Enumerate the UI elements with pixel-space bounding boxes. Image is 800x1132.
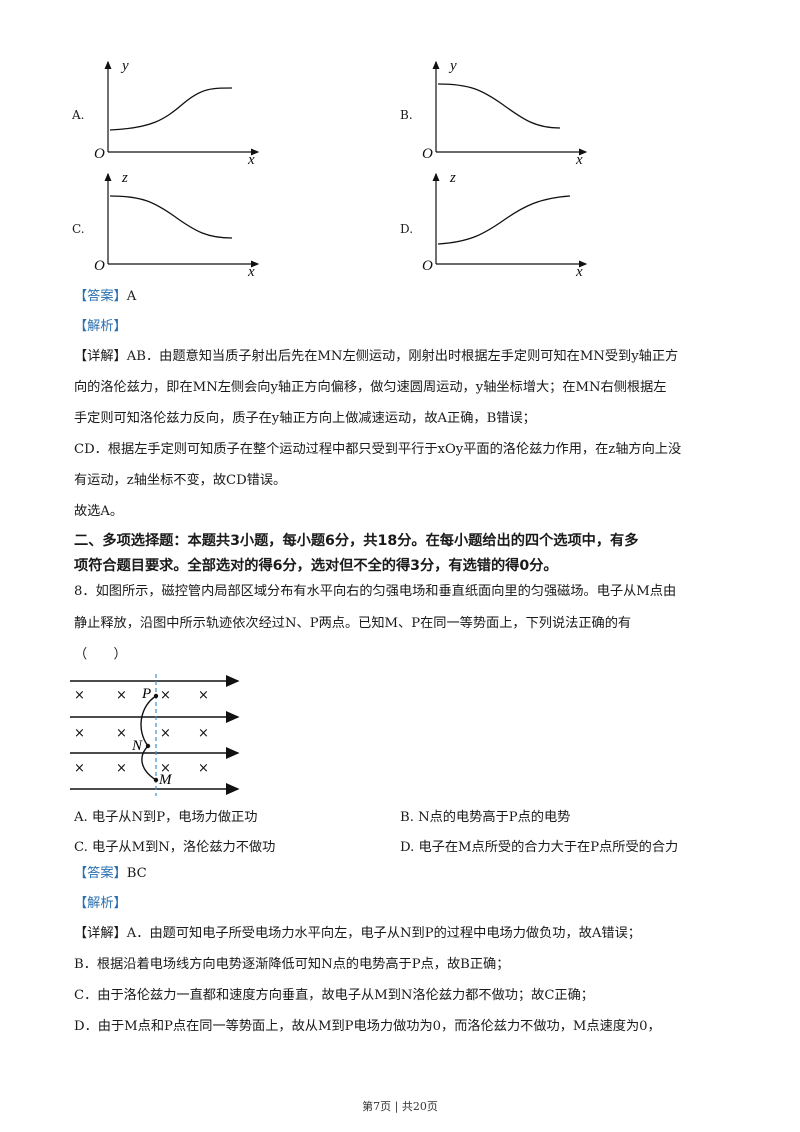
q7-detail-line-2: 向的洛伦兹力，即在MN左侧会向y轴正方向偏移，做匀速圆周运动，y轴坐标增大；在M… xyxy=(74,380,667,395)
analysis-tag: 【解析】 xyxy=(74,896,127,911)
origin-label: O xyxy=(422,146,433,162)
cross-mark: × xyxy=(160,726,171,741)
q7-detail-line-5: 有运动，z轴坐标不变，故CD错误。 xyxy=(74,473,287,488)
q8-field-figure: P N M × × × × × × × × × × × × xyxy=(70,674,240,796)
section2-heading-line1: 二、多项选择题：本题共3小题，每小题6分，共18分。在每小题给出的四个选项中，有… xyxy=(74,533,639,549)
cross-mark: × xyxy=(74,726,85,741)
answer-tag: 【答案】 xyxy=(74,866,127,881)
q7-detail-line-1: 【详解】AB．由题意知当质子射出后先在MN左侧运动，刚射出时根据左手定则可知在M… xyxy=(74,347,678,367)
detail-text: A．由题可知电子所受电场力水平向左，电子从N到P的过程中电场力做负功，故A错误； xyxy=(126,926,641,941)
x-axis-label: x xyxy=(575,264,583,280)
cross-mark: × xyxy=(74,688,85,703)
q8-choice-b: B. N点的电势高于P点的电势 xyxy=(400,810,571,825)
origin-label: O xyxy=(422,258,433,274)
point-p xyxy=(153,693,159,699)
cross-mark: × xyxy=(116,761,127,776)
magnetic-field-crosses: × × × × × × × × × × × × xyxy=(74,688,209,776)
x-axis-label: x xyxy=(247,152,255,168)
y-axis-label: y xyxy=(120,58,129,74)
answer-value: A xyxy=(126,289,137,304)
detail-text: AB．由题意知当质子射出后先在MN左侧运动，刚射出时根据左手定则可知在MN受到y… xyxy=(126,349,679,364)
graph-b: y O x xyxy=(422,58,588,168)
graph-a: y O x xyxy=(94,58,260,168)
x-axis-label: x xyxy=(575,152,583,168)
label-p: P xyxy=(141,686,151,702)
y-axis-label: y xyxy=(448,58,457,74)
option-label-d: D. xyxy=(400,222,414,236)
q7-detail-line-4: CD．根据左手定则可知质子在整个运动过程中都只受到平行于xOy平面的洛伦兹力作用… xyxy=(74,442,682,457)
point-m xyxy=(153,777,159,783)
cross-mark: × xyxy=(160,688,171,703)
cross-mark: × xyxy=(198,688,209,703)
q8-choice-c: C. 电子从M到N，洛伦兹力不做功 xyxy=(74,840,276,855)
graph-d: z O x xyxy=(422,170,588,280)
origin-label: O xyxy=(94,258,105,274)
q8-detail-line-4: D．由于M点和P点在同一等势面上，故从M到P电场力做功为0，而洛伦兹力不做功，M… xyxy=(74,1019,661,1034)
q7-detail-line-3: 手定则可知洛伦兹力反向，质子在y轴正方向上做减速运动，故A正确，B错误； xyxy=(74,411,536,426)
section2-heading-line2: 项符合题目要求。全部选对的得6分，选对但不全的得3分，有选错的得0分。 xyxy=(74,558,558,574)
q7-analysis-tag: 【解析】 xyxy=(74,317,127,337)
q8-detail-line-1: 【详解】A．由题可知电子所受电场力水平向左，电子从N到P的过程中电场力做负功，故… xyxy=(74,924,641,944)
cross-mark: × xyxy=(160,761,171,776)
cross-mark: × xyxy=(74,761,85,776)
option-label-b: B. xyxy=(400,108,413,122)
graph-c: z O x xyxy=(94,170,260,280)
origin-label: O xyxy=(94,146,105,162)
z-axis-label: z xyxy=(449,170,456,186)
detail-tag: 【详解】 xyxy=(74,926,127,941)
q8-detail-line-3: C．由于洛伦兹力一直都和速度方向垂直，故电子从M到N洛伦兹力都不做功；故C正确； xyxy=(74,988,594,1003)
q8-analysis-tag: 【解析】 xyxy=(74,894,127,914)
cross-mark: × xyxy=(116,688,127,703)
page-footer: 第7页 | 共20页 xyxy=(362,1100,438,1113)
detail-tag: 【详解】 xyxy=(74,349,127,364)
q8-stem-line-1: 8．如图所示，磁控管内局部区域分布有水平向右的匀强电场和垂直纸面向里的匀强磁场。… xyxy=(74,584,677,599)
q8-answer: 【答案】BC xyxy=(74,864,147,884)
q8-stem-line-2: 静止释放，沿图中所示轨迹依次经过N、P两点。已知M、P在同一等势面上，下列说法正… xyxy=(74,616,632,631)
q7-answer: 【答案】A xyxy=(74,287,136,307)
electron-trajectory xyxy=(140,695,157,781)
option-label-a: A. xyxy=(72,108,85,122)
answer-tag: 【答案】 xyxy=(74,289,127,304)
analysis-tag: 【解析】 xyxy=(74,319,127,334)
q8-choice-d: D. 电子在M点所受的合力大于在P点所受的合力 xyxy=(400,840,679,855)
q8-detail-line-2: B．根据沿着电场线方向电势逐渐降低可知N点的电势高于P点，故B正确； xyxy=(74,957,510,972)
q8-stem-bracket: （ ） xyxy=(74,647,127,662)
q8-choice-a: A. 电子从N到P，电场力做正功 xyxy=(74,810,258,825)
x-axis-label: x xyxy=(247,264,255,280)
cross-mark: × xyxy=(198,726,209,741)
answer-value: BC xyxy=(126,866,147,881)
point-n xyxy=(145,743,151,749)
z-axis-label: z xyxy=(121,170,128,186)
label-n: N xyxy=(131,738,143,754)
cross-mark: × xyxy=(116,726,127,741)
label-m: M xyxy=(158,772,173,788)
q7-conclusion: 故选A。 xyxy=(74,504,124,519)
cross-mark: × xyxy=(198,761,209,776)
option-label-c: C. xyxy=(72,222,85,236)
